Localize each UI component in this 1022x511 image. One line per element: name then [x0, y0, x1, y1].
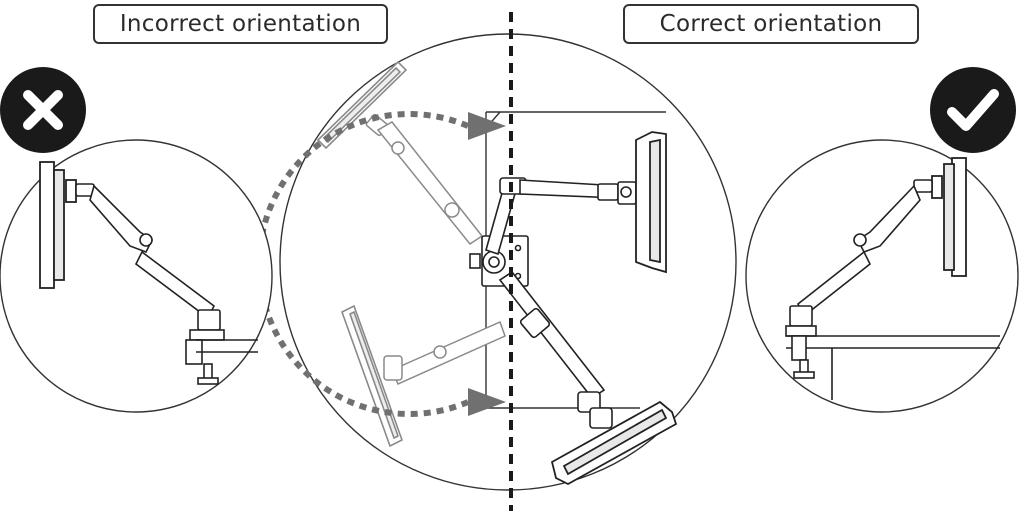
rotation-arrow-top — [468, 112, 506, 140]
center-monitor-correct — [635, 131, 667, 274]
correct-orientation-label: Correct orientation — [623, 4, 919, 44]
left-clamp — [185, 329, 258, 385]
right-detail-circle — [745, 139, 1019, 413]
left-arm — [75, 183, 221, 331]
checkmark-glyph — [947, 89, 999, 131]
center-arm-correct — [485, 177, 637, 256]
center-arm-lower — [498, 270, 613, 429]
center-monitor-lower — [550, 400, 678, 486]
x-mark-glyph — [23, 90, 63, 130]
right-monitor — [931, 157, 967, 277]
rotation-arc-dotted — [256, 111, 470, 417]
ghost-arm-lower — [383, 320, 506, 385]
right-desk-and-clamp — [785, 325, 1000, 400]
left-monitor — [39, 161, 77, 289]
rotation-arrow-bottom — [468, 388, 506, 416]
left-detail-circle — [0, 139, 273, 413]
right-arm — [789, 179, 933, 327]
incorrect-orientation-label: Incorrect orientation — [93, 4, 388, 44]
checkmark-icon — [930, 67, 1016, 153]
ghost-monitor-upper — [316, 60, 408, 150]
